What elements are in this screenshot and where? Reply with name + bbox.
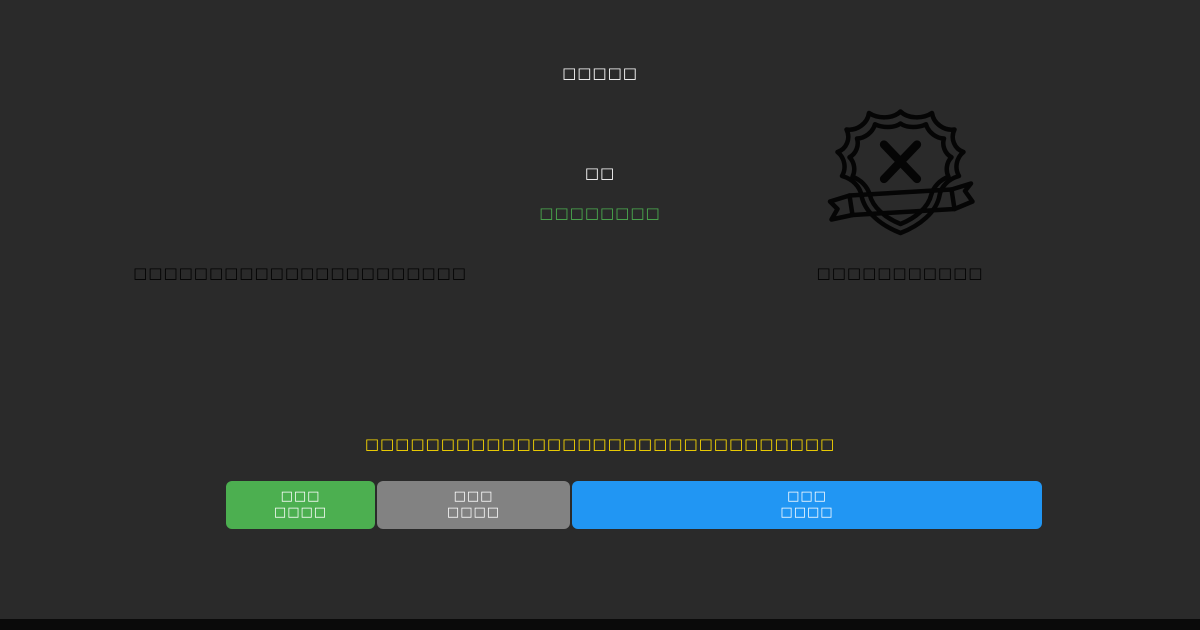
page-title: □□□□□ xyxy=(562,64,638,82)
button-line1: □□□ xyxy=(787,489,827,504)
blue-action-button[interactable]: □□□ □□□□ xyxy=(572,481,1042,529)
result-label: □□□□□□□□ xyxy=(539,204,661,222)
button-line1: □□□ xyxy=(280,489,321,504)
button-line2: □□□□ xyxy=(446,505,501,520)
button-line2: □□□□ xyxy=(273,505,328,520)
warning-text: □□□□□□□□□□□□□□□□□□□□□□□□□□□□□□□ xyxy=(364,435,836,453)
shield-caption: □□□□□□□□□□□ xyxy=(816,264,984,282)
button-line1: □□□ xyxy=(453,489,494,504)
status-label: □□ xyxy=(584,164,616,182)
gray-action-button[interactable]: □□□ □□□□ xyxy=(377,481,570,529)
bottom-bar xyxy=(0,619,1200,630)
left-caption: □□□□□□□□□□□□□□□□□□□□□□ xyxy=(133,264,467,282)
green-action-button[interactable]: □□□ □□□□ xyxy=(226,481,375,529)
shield-x-ribbon-icon xyxy=(818,104,983,251)
button-line2: □□□□ xyxy=(780,505,834,520)
action-buttons: □□□ □□□□ □□□ □□□□ □□□ □□□□ xyxy=(226,481,1042,529)
